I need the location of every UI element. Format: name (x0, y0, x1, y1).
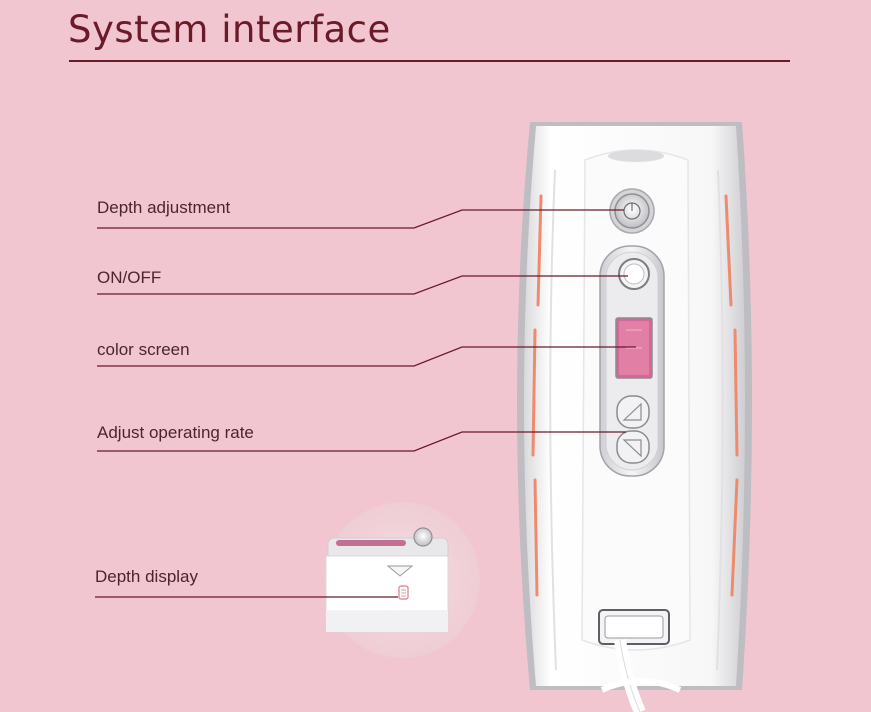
label-adjust-rate: Adjust operating rate (97, 423, 254, 442)
leader-color-screen (97, 346, 636, 367)
color-screen (615, 317, 653, 379)
leader-adjust-rate (97, 431, 626, 452)
depth-display-inset (324, 502, 480, 658)
cartridge-slot (598, 609, 670, 645)
leader-lines (95, 209, 636, 598)
page-title: System interface (68, 8, 391, 51)
power-button[interactable] (618, 258, 650, 290)
leader-on-off (97, 275, 628, 295)
accent-strips (531, 194, 739, 597)
label-depth-adjustment: Depth adjustment (97, 198, 231, 217)
depth-knob[interactable] (609, 188, 655, 234)
label-on-off: ON/OFF (97, 268, 162, 287)
title-underline (69, 60, 790, 62)
rate-up-button[interactable] (616, 395, 650, 429)
leader-depth-adjustment (97, 209, 624, 229)
label-depth-display: Depth display (95, 567, 199, 586)
power-cable (600, 639, 682, 712)
rate-down-button[interactable] (616, 430, 650, 464)
label-color-screen: color screen (97, 340, 190, 359)
